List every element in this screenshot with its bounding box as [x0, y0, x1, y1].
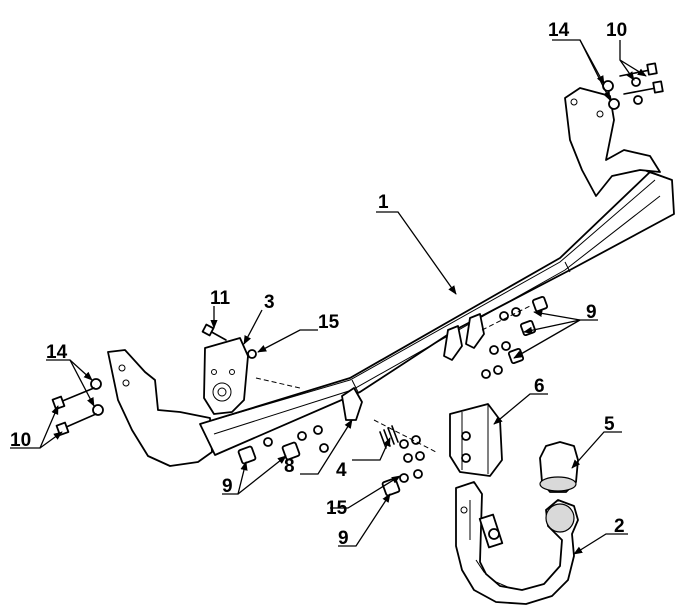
label-part-9-top: 9	[586, 302, 597, 323]
top-right-fasteners	[602, 62, 664, 110]
label-part-15-top: 15	[318, 312, 340, 333]
label-part-9-left: 9	[222, 476, 233, 497]
label-part-10-top: 10	[606, 20, 627, 41]
label-part-3: 3	[264, 292, 275, 313]
label-part-5: 5	[604, 414, 615, 435]
spring-washer-stack	[373, 419, 437, 463]
label-part-14-top: 14	[548, 20, 570, 41]
ball-cap-part	[539, 441, 579, 493]
label-part-9-bottom: 9	[338, 528, 349, 549]
label-part-10-left: 10	[10, 430, 31, 451]
tow-ball-hook-part	[455, 481, 579, 605]
left-fasteners	[51, 378, 104, 436]
front-bolts	[237, 377, 329, 465]
label-part-4: 4	[336, 460, 347, 481]
label-part-2: 2	[614, 516, 625, 537]
label-part-14-left: 14	[46, 342, 68, 363]
socket-holder-part	[449, 403, 503, 477]
label-part-6: 6	[534, 376, 545, 397]
label-part-15-bottom: 15	[326, 498, 348, 519]
label-part-11: 11	[210, 288, 231, 309]
label-part-8: 8	[284, 456, 295, 477]
crossbar-part	[107, 87, 675, 467]
socket-plate-part	[203, 337, 249, 415]
label-part-1: 1	[378, 192, 389, 213]
leader-lines	[10, 39, 647, 555]
part-labels: 1 2 3 4 5 6 8 9 9 9 10 10 11 14 14 15 15	[10, 20, 627, 549]
